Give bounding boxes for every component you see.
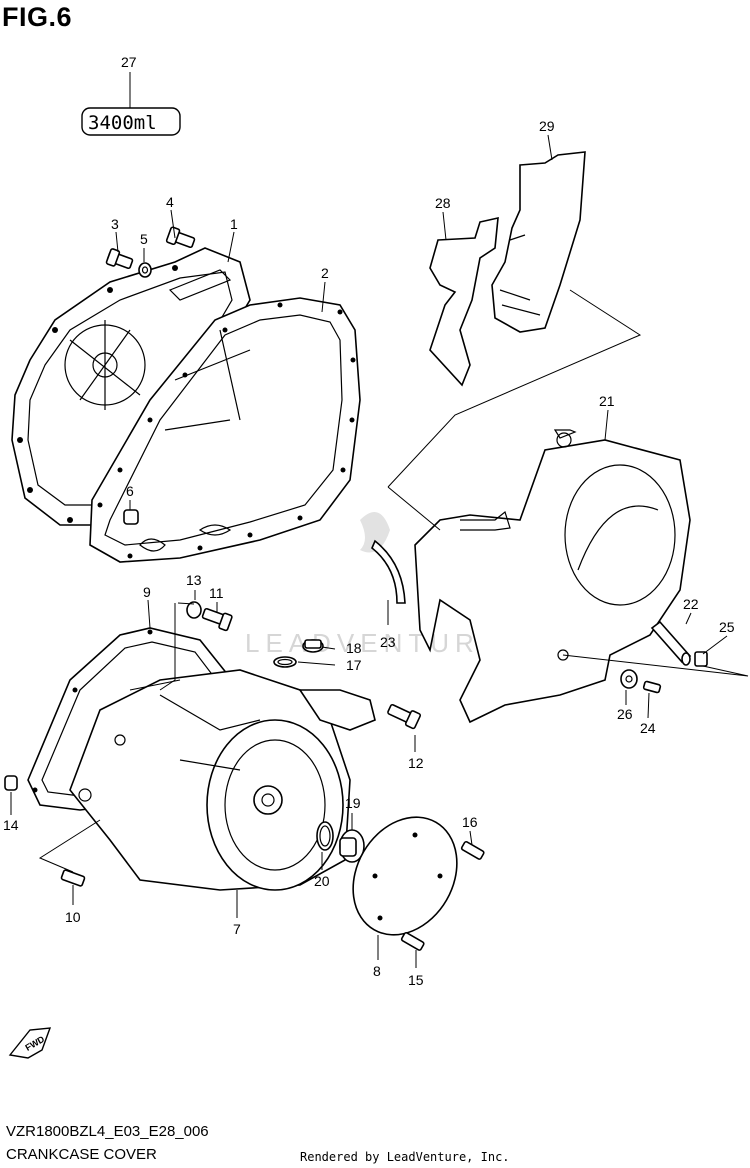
callout-24: 24 — [640, 720, 656, 736]
cover-plate-28[interactable] — [429, 216, 499, 387]
o-ring-20[interactable] — [316, 821, 334, 851]
forward-arrow: FWD — [8, 1027, 52, 1059]
callout-4: 4 — [166, 194, 174, 210]
bolt-11[interactable] — [201, 607, 233, 632]
bond-box-text: 3400ml — [88, 112, 157, 134]
model-code: VZR1800BZL4_E03_E28_006 — [6, 1123, 209, 1140]
stud-22[interactable] — [650, 620, 692, 666]
leader-lines — [10, 134, 749, 968]
plug-19[interactable] — [339, 829, 365, 863]
bolt-15[interactable] — [400, 931, 425, 951]
callout-18: 18 — [346, 640, 362, 656]
bond-box[interactable]: 3400ml — [81, 72, 181, 136]
grommet-26[interactable] — [620, 669, 638, 689]
crankcase-cover-7[interactable] — [69, 669, 376, 891]
watermark-text: LEADVENTURE — [245, 628, 503, 658]
callout-25: 25 — [719, 619, 735, 635]
callout-1: 1 — [230, 216, 238, 232]
gasket[interactable] — [89, 297, 361, 563]
o-ring-17[interactable] — [273, 656, 297, 668]
plug-18[interactable] — [302, 639, 324, 653]
washer-5[interactable] — [138, 262, 152, 278]
bolt-10[interactable] — [60, 869, 86, 887]
bolt-3[interactable] — [105, 248, 134, 270]
callout-2: 2 — [321, 265, 329, 281]
callout-17: 17 — [346, 657, 362, 673]
dowel-pin-14[interactable] — [4, 775, 18, 791]
callout-29: 29 — [539, 118, 555, 134]
render-credit: Rendered by LeadVenture, Inc. — [300, 1150, 510, 1164]
callout-27: 27 — [121, 54, 137, 70]
clamp-23[interactable] — [371, 539, 406, 604]
dowel-pin-6[interactable] — [123, 509, 139, 525]
callout-13: 13 — [186, 572, 202, 588]
callout-23: 23 — [380, 634, 396, 650]
cover-plate-8[interactable] — [332, 798, 477, 953]
bolt-12[interactable] — [387, 703, 422, 730]
callout-8: 8 — [373, 963, 381, 979]
figure-title: FIG.6 — [2, 2, 73, 32]
callout-5: 5 — [140, 231, 148, 247]
watermark: LEADVENTURE — [245, 512, 503, 658]
callout-19: 19 — [345, 795, 361, 811]
callout-15: 15 — [408, 972, 424, 988]
callout-3: 3 — [111, 216, 119, 232]
bolt-16[interactable] — [460, 840, 485, 860]
outer-cover-21[interactable] — [414, 429, 691, 724]
callout-11: 11 — [209, 585, 224, 601]
callout-10: 10 — [65, 909, 81, 925]
callout-7: 7 — [233, 921, 241, 937]
callout-16: 16 — [462, 814, 478, 830]
callout-6: 6 — [126, 483, 134, 499]
diagram-name: CRANKCASE COVER — [6, 1146, 157, 1163]
bolt-24[interactable] — [642, 680, 662, 694]
callout-14: 14 — [3, 817, 19, 833]
nut-25[interactable] — [694, 651, 708, 667]
callout-22: 22 — [683, 596, 699, 612]
washer-13[interactable] — [186, 601, 202, 619]
bolt-4[interactable] — [165, 226, 196, 249]
callout-12: 12 — [408, 755, 424, 771]
callout-labels: 1 2 3 4 5 6 7 8 9 10 11 12 13 14 15 16 1… — [3, 54, 735, 988]
callout-28: 28 — [435, 195, 451, 211]
callout-20: 20 — [314, 873, 330, 889]
callout-26: 26 — [617, 706, 633, 722]
cover-plate-29[interactable] — [491, 151, 586, 333]
callout-9: 9 — [143, 584, 151, 600]
callout-21: 21 — [599, 393, 615, 409]
